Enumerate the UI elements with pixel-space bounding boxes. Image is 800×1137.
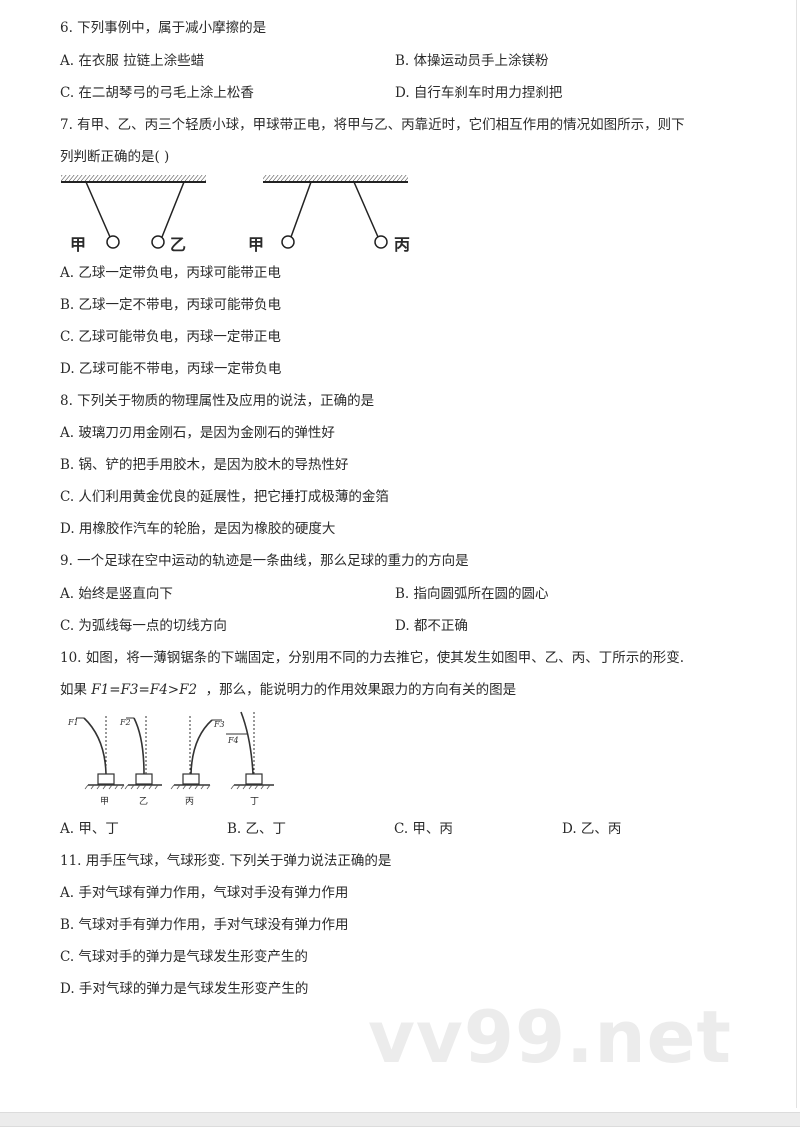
question-10-option-d: D. 乙、丙 <box>562 821 622 837</box>
figure-label-bing: 丙 <box>185 797 195 807</box>
question-9-option-c: C. 为弧线每一点的切线方向 <box>60 618 227 634</box>
question-10-option-b: B. 乙、丁 <box>227 821 287 837</box>
question-9-option-a: A. 始终是竖直向下 <box>60 586 173 602</box>
document-page: 6. 下列事例中，属于减小摩擦的是 A. 在衣服 拉链上涂些蜡 B. 体操运动员… <box>58 0 797 1108</box>
force-label-f2: F2 <box>120 718 131 727</box>
figure-label-ding: 丁 <box>250 797 260 807</box>
question-9-option-b: B. 指向圆弧所在圆的圆心 <box>395 586 549 602</box>
question-11-option-b: B. 气球对手有弹力作用，手对气球没有弹力作用 <box>60 917 349 933</box>
question-8-option-b: B. 锅、铲的把手用胶木，是因为胶木的导热性好 <box>60 457 349 473</box>
question-7-option-d: D. 乙球可能不带电，丙球一定带负电 <box>60 361 282 377</box>
force-label-f3: F3 <box>214 720 225 729</box>
question-9-option-d: D. 都不正确 <box>395 618 468 634</box>
ball-label-jia-right: 甲 <box>248 235 265 254</box>
question-10-condition: F1=F3=F4>F2 <box>91 682 198 698</box>
ball-label-yi: 乙 <box>170 235 187 254</box>
question-10-suffix: ，那么，能说明力的作用效果跟力的方向有关的图是 <box>205 682 517 698</box>
question-6-stem: 6. 下列事例中，属于减小摩擦的是 <box>60 20 267 36</box>
question-11-option-a: A. 手对气球有弹力作用，气球对手没有弹力作用 <box>60 885 349 901</box>
question-10-stem-line2: 如果 F1=F3=F4>F2 ，那么，能说明力的作用效果跟力的方向有关的图是 <box>60 681 516 699</box>
question-7-stem-line1: 7. 有甲、乙、丙三个轻质小球，甲球带正电，将甲与乙、丙靠近时，它们相互作用的情… <box>60 117 685 133</box>
question-6-option-a: A. 在衣服 拉链上涂些蜡 <box>60 53 205 69</box>
question-8-stem: 8. 下列关于物质的物理属性及应用的说法，正确的是 <box>60 393 375 409</box>
question-7-figure: 甲 乙 甲 丙 <box>58 170 418 258</box>
question-10-stem-line1: 10. 如图，将一薄钢锯条的下端固定，分别用不同的力去推它，使其发生如图甲、乙、… <box>60 650 685 666</box>
question-6-option-d: D. 自行车刹车时用力捏刹把 <box>395 85 563 101</box>
ball-label-jia-left: 甲 <box>70 235 87 254</box>
question-10-figure: F1 F2 F3 F4 甲 乙 丙 丁 <box>58 708 283 808</box>
question-8-option-d: D. 用橡胶作汽车的轮胎，是因为橡胶的硬度大 <box>60 521 336 537</box>
saw-blade-diagram <box>76 711 274 790</box>
question-11-option-d: D. 手对气球的弹力是气球发生形变产生的 <box>60 981 309 997</box>
page-separator <box>0 1112 800 1127</box>
question-8-option-c: C. 人们利用黄金优良的延展性，把它捶打成极薄的金箔 <box>60 489 389 505</box>
question-11-stem: 11. 用手压气球，气球形变. 下列关于弹力说法正确的是 <box>60 853 392 869</box>
figure-label-yi: 乙 <box>139 797 149 807</box>
question-10-prefix: 如果 <box>60 682 92 698</box>
question-8-option-a: A. 玻璃刀刃用金刚石，是因为金刚石的弹性好 <box>60 425 335 441</box>
question-11-option-c: C. 气球对手的弹力是气球发生形变产生的 <box>60 949 308 965</box>
question-10-option-a: A. 甲、丁 <box>60 821 119 837</box>
force-label-f1: F1 <box>68 718 79 727</box>
force-label-f4: F4 <box>228 736 239 745</box>
question-7-option-a: A. 乙球一定带负电，丙球可能带正电 <box>60 265 281 281</box>
ball-label-bing: 丙 <box>394 235 411 254</box>
question-9-stem: 9. 一个足球在空中运动的轨迹是一条曲线，那么足球的重力的方向是 <box>60 553 469 569</box>
question-7-option-c: C. 乙球可能带负电，丙球一定带正电 <box>60 329 281 345</box>
charged-balls-diagram <box>61 175 408 249</box>
watermark: vv99.net <box>368 995 732 1079</box>
question-7-stem-line2: 列判断正确的是( ) <box>60 149 170 165</box>
figure-label-jia: 甲 <box>100 797 110 807</box>
question-6-option-b: B. 体操运动员手上涂镁粉 <box>395 53 549 69</box>
question-10-option-c: C. 甲、丙 <box>394 821 453 837</box>
question-7-option-b: B. 乙球一定不带电，丙球可能带负电 <box>60 297 282 313</box>
question-6-option-c: C. 在二胡琴弓的弓毛上涂上松香 <box>60 85 254 101</box>
